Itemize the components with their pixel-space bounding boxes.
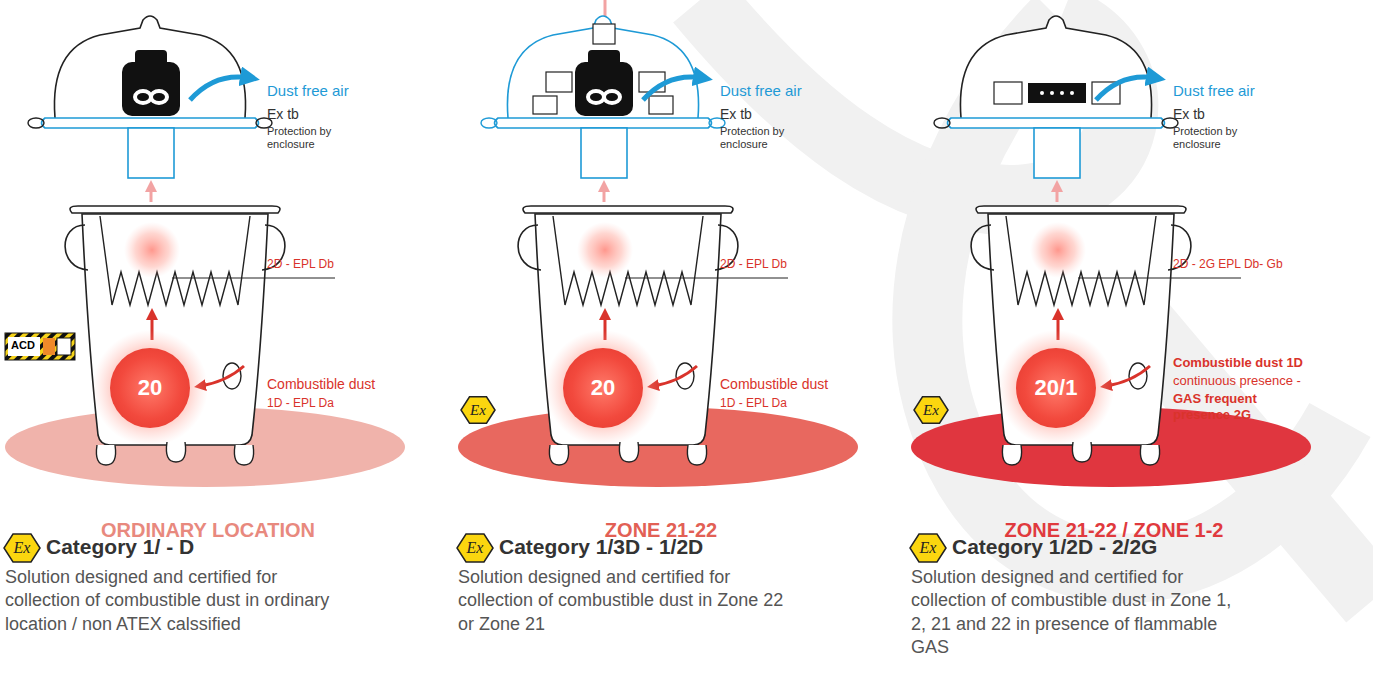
dust-epl-label: 1D - EPL Da	[267, 396, 334, 410]
zone-epl-label: 2D - EPL Db	[720, 257, 787, 271]
ex-mark: Ex	[920, 538, 937, 557]
airflow-label: Dust free air	[720, 82, 802, 100]
zone-circle: 20/1	[1016, 348, 1096, 428]
airflow-label: Dust free air	[267, 82, 349, 100]
dust-note: continuous presence -	[1173, 373, 1301, 389]
category-label: Category 1/3D - 1/2D	[499, 534, 703, 559]
description: Solution designed and certified for coll…	[5, 566, 343, 636]
zone-circle: 20	[110, 348, 190, 428]
dust-label: Combustible dust 1D	[1173, 355, 1303, 371]
zone-number: 20	[591, 375, 615, 401]
protection-note: Protection by enclosure	[1173, 125, 1265, 151]
vacuum-figure	[457, 0, 858, 562]
ex-mark: Ex	[923, 401, 939, 419]
zone-circle: 20	[563, 348, 643, 428]
category-label: Category 1/ - D	[46, 534, 194, 559]
zone-number: 20	[138, 375, 162, 401]
protection-code: Ex tb	[1173, 106, 1205, 123]
gas-label: GAS frequent presence 2G	[1173, 391, 1285, 422]
ex-mark: Ex	[14, 538, 31, 557]
watermark	[700, 0, 1373, 600]
dust-label: Combustible dust	[267, 376, 375, 393]
category-label: Category 1/2D - 2/2G	[952, 534, 1157, 559]
protection-note: Protection by enclosure	[267, 125, 359, 151]
vacuum-figure	[4, 16, 405, 562]
protection-code: Ex tb	[267, 106, 299, 123]
dust-label: Combustible dust	[720, 376, 828, 393]
zone-number: 20/1	[1035, 375, 1078, 401]
protection-note: Protection by enclosure	[720, 125, 812, 151]
zone-epl-label: 2D - 2G EPL Db- Gb	[1173, 257, 1283, 271]
airflow-label: Dust free air	[1173, 82, 1255, 100]
protection-code: Ex tb	[720, 106, 752, 123]
zone-epl-label: 2D - EPL Db	[267, 257, 334, 271]
badge-text: ACD	[11, 339, 35, 352]
ex-mark: Ex	[470, 401, 486, 419]
description: Solution designed and certified for coll…	[458, 566, 796, 636]
dust-epl-label: 1D - EPL Da	[720, 396, 787, 410]
ex-mark: Ex	[467, 538, 484, 557]
description: Solution designed and certified for coll…	[911, 566, 1249, 660]
vacuum-figure	[910, 16, 1311, 562]
